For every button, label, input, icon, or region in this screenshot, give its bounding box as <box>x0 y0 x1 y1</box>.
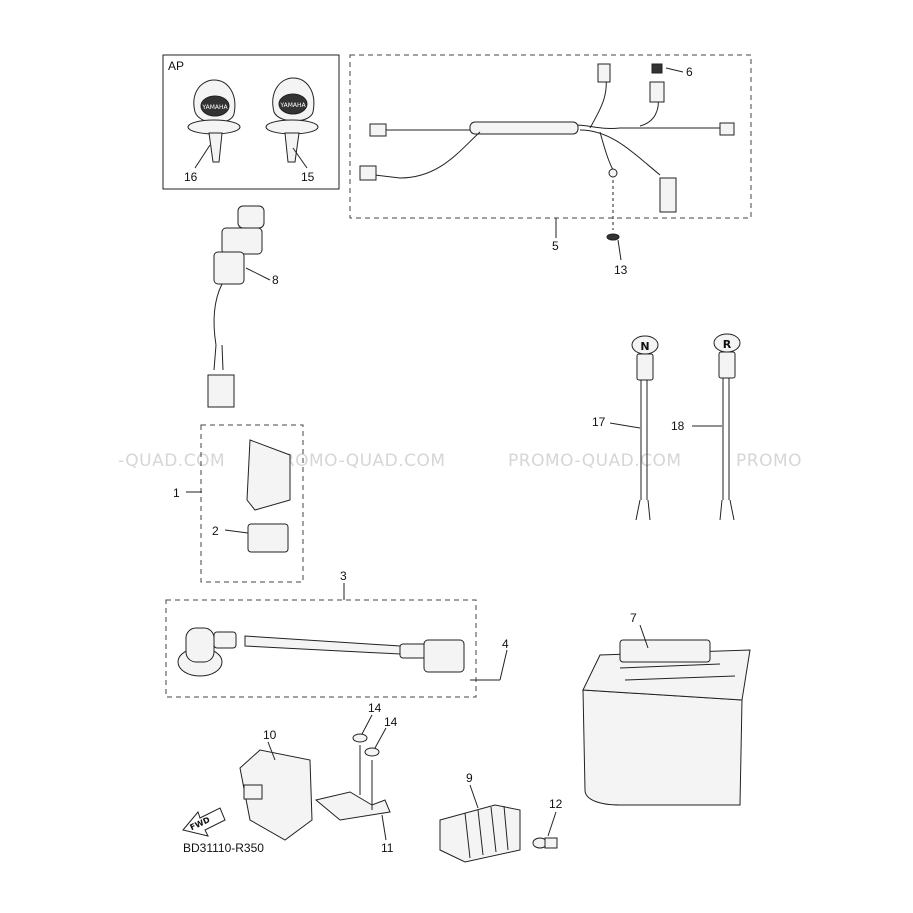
watermark-row: -QUAD.COM PROMO-QUAD.COM PROMO-QUAD.COM … <box>118 451 802 471</box>
switch-r-letter: R <box>723 338 732 351</box>
key-logo-15: YAMAHA <box>279 102 306 109</box>
callout-7: 7 <box>630 611 637 625</box>
callout-12: 12 <box>549 797 563 811</box>
coil-body-icon <box>423 639 465 673</box>
inset-frame <box>162 54 340 190</box>
fuse-6-icon <box>651 63 663 74</box>
callout-14b: 14 <box>384 715 398 729</box>
screw-14b-icon <box>364 747 380 757</box>
callout-2: 2 <box>212 524 219 538</box>
watermark-4: PROMO <box>736 451 802 471</box>
connector-left-bottom <box>359 165 377 181</box>
callout-10: 10 <box>263 728 277 742</box>
coil-frame <box>165 599 477 698</box>
relay-frame <box>200 424 304 583</box>
inset-ap: AP YAMAHA YAMAHA 16 15 <box>162 54 340 190</box>
key-logo-16: YAMAHA <box>201 104 228 111</box>
callout-3: 3 <box>340 569 347 583</box>
bolt-12: 12 <box>532 797 563 849</box>
switch-17-n: N 17 <box>592 335 659 521</box>
hv-lead <box>244 635 401 655</box>
part-1-icon <box>246 439 291 511</box>
part-2-icon <box>247 523 289 553</box>
watermark-1: -QUAD.COM <box>118 451 225 471</box>
harness-frame <box>349 54 752 219</box>
callout-4: 4 <box>502 637 509 651</box>
callout-9: 9 <box>466 771 473 785</box>
ground-terminal <box>608 168 618 178</box>
part-code: BD31110-R350 <box>183 841 264 855</box>
connector-coupler <box>659 177 677 213</box>
connector-right <box>719 122 735 136</box>
inset-label: AP <box>168 59 184 73</box>
callout-14a: 14 <box>368 701 382 715</box>
watermark-3: PROMO-QUAD.COM <box>508 451 682 471</box>
callout-11: 11 <box>381 841 394 855</box>
key-15-icon: YAMAHA <box>265 77 319 163</box>
switch-n-letter: N <box>640 340 649 353</box>
callout-16: 16 <box>184 170 198 184</box>
ignition-coil-group: 3 4 <box>165 569 509 698</box>
callout-6: 6 <box>686 65 693 79</box>
callout-17: 17 <box>592 415 606 429</box>
callout-18: 18 <box>671 419 685 433</box>
fwd-arrow-icon: FWD <box>182 807 226 837</box>
relay-group: 1 2 <box>173 424 304 583</box>
callout-8: 8 <box>272 273 279 287</box>
screw-14a-icon <box>352 733 368 743</box>
key-16-icon: YAMAHA <box>187 79 241 163</box>
callout-13: 13 <box>614 263 628 277</box>
callout-15: 15 <box>301 170 315 184</box>
connector-top <box>597 63 611 83</box>
bracket-11: 11 <box>314 745 394 855</box>
battery-7: 7 <box>582 611 751 806</box>
screws-14: 14 14 <box>352 701 398 757</box>
main-switch-8: 8 <box>207 205 279 408</box>
callout-1: 1 <box>173 486 180 500</box>
connector-6-mate <box>649 81 665 103</box>
callout-5: 5 <box>552 239 559 253</box>
connector-left-top <box>369 123 387 137</box>
watermark-2: PROMO-QUAD.COM <box>272 451 446 471</box>
washer-13-icon <box>606 233 620 241</box>
rectifier-9: 9 <box>439 771 521 863</box>
relay-10: 10 <box>239 728 313 841</box>
wire-harness: 6 5 13 <box>349 54 752 277</box>
switch-18-r: R 18 <box>671 333 741 521</box>
